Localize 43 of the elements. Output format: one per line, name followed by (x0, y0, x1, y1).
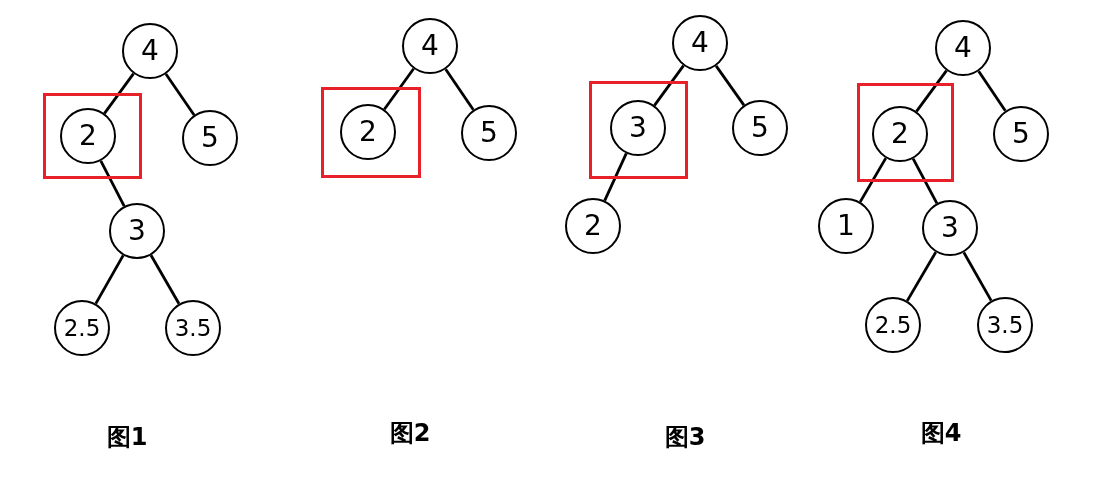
node-circle: 2.5 (54, 300, 110, 356)
figure-caption: 图1 (106, 423, 148, 451)
connector-line (164, 73, 196, 116)
connector-line (911, 158, 939, 204)
connector-line (103, 72, 135, 115)
node-circle: 3.5 (165, 300, 221, 356)
connector-line (383, 67, 415, 111)
figure-caption: 图4 (920, 419, 962, 447)
node-circle: 2 (60, 108, 116, 164)
node-circle: 4 (935, 20, 991, 76)
connector-line (714, 65, 746, 106)
node-circle: 3.5 (977, 297, 1033, 353)
node-circle: 2.5 (865, 297, 921, 353)
connector-line (444, 68, 475, 111)
connector-line (915, 69, 948, 113)
highlight-box (589, 81, 688, 179)
highlight-box (43, 93, 142, 179)
connector-line (653, 64, 685, 107)
node-circle: 3 (610, 100, 666, 156)
node-circle: 4 (402, 18, 458, 74)
connector-line (962, 251, 993, 302)
node-circle: 1 (818, 198, 874, 254)
node-circle: 5 (182, 110, 238, 166)
node-circle: 4 (122, 23, 178, 79)
connector-line (99, 160, 126, 207)
node-circle: 5 (732, 100, 788, 156)
node-circle: 3 (922, 200, 978, 256)
node-circle: 4 (672, 15, 728, 71)
node-circle: 2 (340, 104, 396, 160)
connector-line (603, 152, 628, 202)
node-circle: 5 (993, 106, 1049, 162)
node-circle: 3 (109, 203, 165, 259)
connector-line (977, 70, 1007, 112)
connector-line (149, 254, 181, 305)
node-circle: 5 (461, 105, 517, 161)
node-circle: 2 (565, 198, 621, 254)
figure-caption: 图2 (389, 419, 431, 447)
node-circle: 2 (872, 106, 928, 162)
highlight-box (857, 83, 954, 182)
highlight-box (321, 87, 421, 178)
connector-line (906, 251, 937, 302)
figure-caption: 图3 (664, 423, 706, 451)
connector-line (94, 254, 125, 305)
